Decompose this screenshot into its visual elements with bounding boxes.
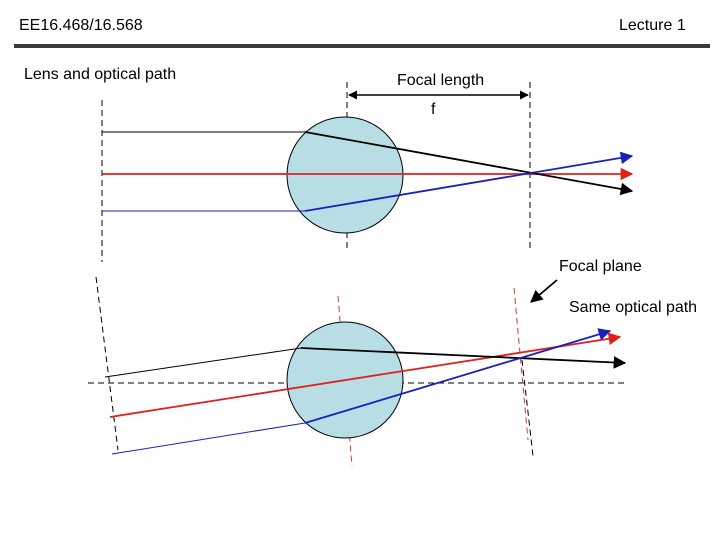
refracted-ray-black-bottom [300, 347, 627, 369]
header-rule [14, 44, 710, 48]
refracted-ray-blue-bottom [304, 328, 612, 424]
course-code: EE16.468/16.568 [19, 17, 143, 34]
focal-length-label: Focal length [397, 72, 485, 89]
incoming-ray-blue-bottom [111, 422, 306, 455]
top-diagram [101, 82, 634, 262]
incoming-ray-black-bottom [104, 347, 302, 378]
tilted-focal-plane-black [521, 359, 534, 457]
chief-ray-red-bottom [109, 332, 622, 418]
section-title: Lens and optical path [24, 66, 177, 83]
refracted-ray-blue [304, 151, 634, 212]
focal-plane-label: Focal plane [559, 258, 642, 275]
same-optical-path-label: Same optical path [569, 299, 698, 316]
lecture-label: Lecture 1 [619, 17, 686, 34]
tilted-object-plane [95, 276, 119, 451]
focal-symbol-label: f [431, 101, 436, 118]
bottom-diagram [88, 276, 627, 467]
focal-plane-pointer [530, 279, 558, 303]
lens-top [286, 116, 404, 234]
tilted-focal-plane-red [513, 287, 529, 441]
refracted-ray-black [304, 131, 634, 196]
